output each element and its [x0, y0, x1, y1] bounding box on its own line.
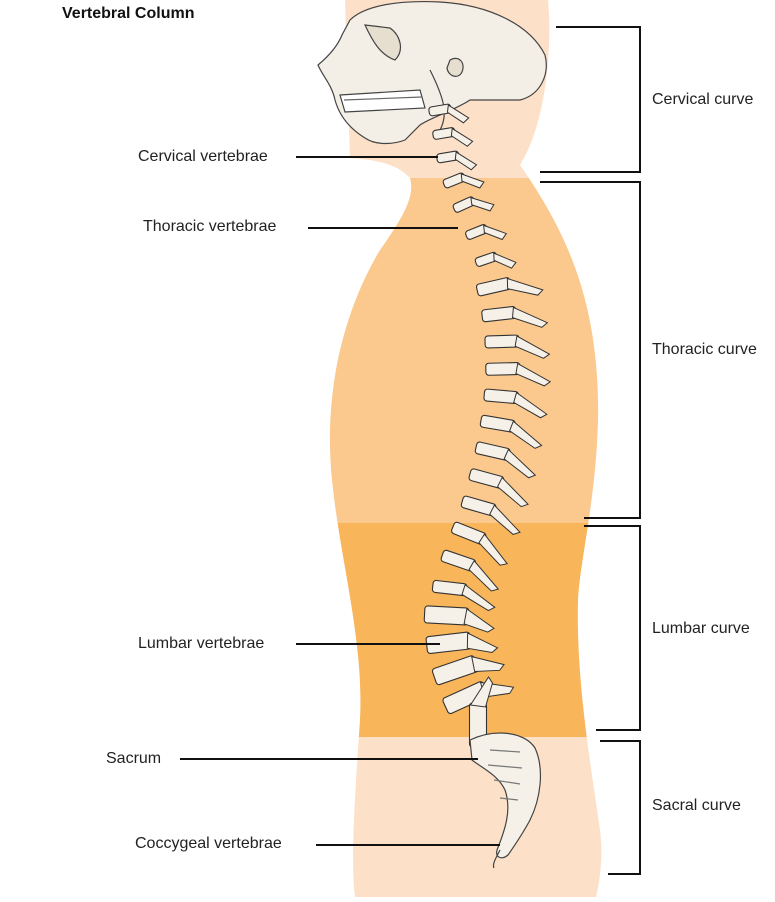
- thoracic-curve-bracket: [540, 181, 641, 519]
- thoracic-vertebra: [474, 441, 537, 479]
- thoracic-vertebra: [475, 277, 544, 297]
- label-thoracic-curve: Thoracic curve: [652, 341, 757, 358]
- cervical-vertebra: [452, 196, 495, 213]
- cervical-curve-bracket: [540, 26, 641, 173]
- label-thoracic-vertebrae: Thoracic vertebrae: [143, 218, 277, 235]
- diagram-title: Vertebral Column: [62, 5, 195, 22]
- thoracic-region: [329, 178, 602, 523]
- thoracic-vertebra: [483, 388, 548, 419]
- thoracic-vertebra: [460, 495, 521, 536]
- label-lumbar-vertebrae: Lumbar vertebrae: [138, 635, 265, 652]
- cervical-vertebra: [436, 150, 478, 171]
- thoracic-vertebra: [468, 468, 529, 508]
- label-sacrum: Sacrum: [106, 750, 162, 767]
- lumbar-vertebra: [431, 655, 505, 686]
- lumbar-curve-bracket: [584, 525, 641, 731]
- curve-brackets: [540, 26, 641, 875]
- sacrum-bone: [469, 732, 541, 869]
- thoracic-vertebra: [481, 306, 549, 328]
- thoracic-vertebra: [485, 362, 552, 387]
- sacral-region: [329, 737, 602, 897]
- cervical-vertebra: [432, 127, 474, 147]
- label-coccygeal-vertebrae: Coccygeal vertebrae: [135, 835, 282, 852]
- thoracic-vertebra: [484, 334, 551, 359]
- thoracic-vertebra: [431, 579, 496, 612]
- thoracic-vertebra: [440, 549, 500, 592]
- lumbar-vertebra: [425, 631, 499, 654]
- thoracic-vertebra: [479, 414, 543, 449]
- leader-lines: [180, 156, 500, 846]
- sacral-curve-bracket: [600, 740, 641, 875]
- cervical-vertebra: [474, 251, 517, 269]
- label-lumbar-curve: Lumbar curve: [652, 620, 750, 637]
- cervical-vertebra: [428, 103, 470, 124]
- spinal-column: [423, 103, 552, 748]
- label-sacral-curve: Sacral curve: [652, 797, 741, 814]
- cervical-vertebra: [465, 224, 508, 241]
- label-cervical-curve: Cervical curve: [652, 91, 754, 108]
- label-cervical-vertebrae: Cervical vertebrae: [138, 148, 268, 165]
- lumbar-vertebra: [423, 605, 495, 633]
- skull: [317, 1, 547, 145]
- cervical-vertebra: [442, 172, 485, 189]
- thoracic-vertebra: [451, 521, 509, 566]
